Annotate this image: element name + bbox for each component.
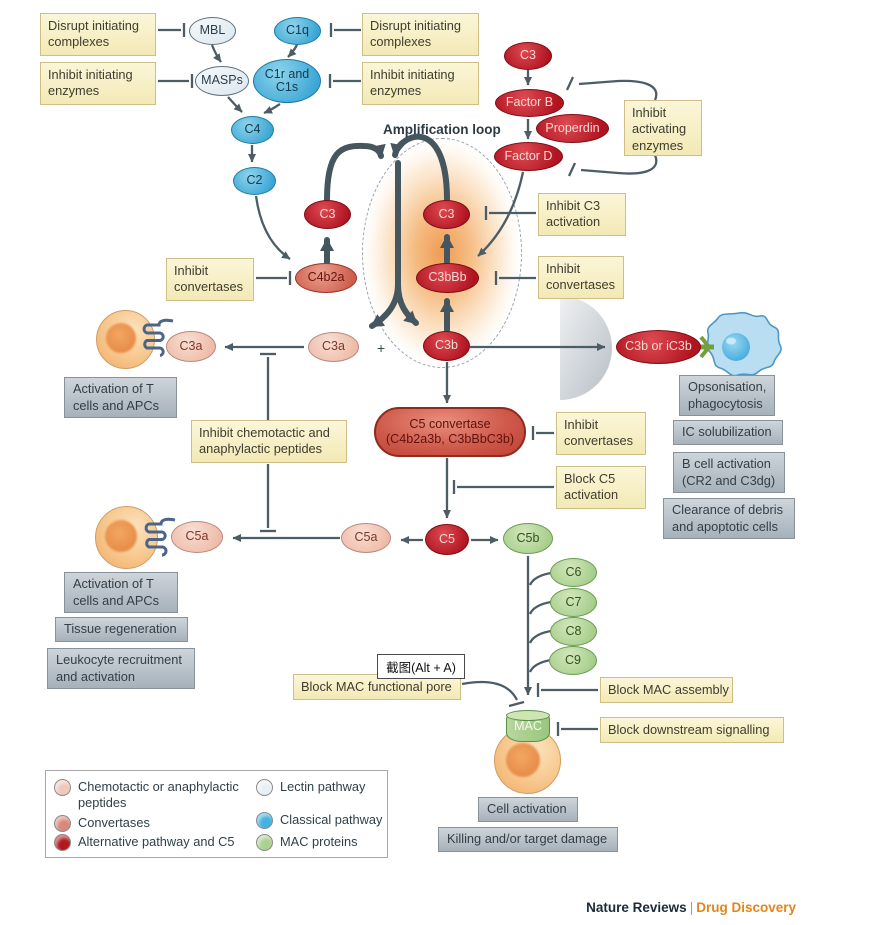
box-inhibit-activating-enzymes: Inhibit activating enzymes: [624, 100, 702, 156]
phagocyte-cell: [706, 311, 782, 377]
outcome-cell-activation: Cell activation: [478, 797, 578, 822]
screenshot-hint-overlay: 截图(Alt + A): [377, 654, 465, 679]
box-inhibit-convertases-c5: Inhibit convertases: [556, 412, 646, 455]
legend-label-alternative: Alternative pathway and C5: [78, 834, 235, 849]
node-mbl: MBL: [189, 17, 236, 45]
box-inhibit-convertases-left: Inhibit convertases: [166, 258, 254, 301]
outcome-tissue-regeneration: Tissue regeneration: [55, 617, 188, 642]
c5a-receptor-icon: [144, 517, 176, 557]
outcome-clearance-debris: Clearance of debris and apoptotic cells: [663, 498, 795, 540]
legend-swatch-classical: [256, 812, 273, 829]
node-c5b: C5b: [503, 523, 553, 554]
legend-label-lectin: Lectin pathway: [280, 779, 366, 794]
mac-label: MAC: [514, 719, 542, 733]
box-inhibit-convertases-right: Inhibit convertases: [538, 256, 624, 299]
node-c2: C2: [233, 167, 276, 195]
opsonin-connector: [699, 335, 714, 359]
legend-swatch-convertases: [54, 815, 71, 832]
box-inhibit-chemotactic: Inhibit chemotactic and anaphylactic pep…: [191, 420, 347, 463]
c5-convertase-line2: (C4b2a3b, C3bBbC3b): [385, 432, 515, 446]
outcome-activation-t-cells-1: Activation of T cells and APCs: [64, 377, 177, 419]
target-surface-halfdisc: [560, 296, 612, 400]
box-inhibit-c3-activation: Inhibit C3 activation: [538, 193, 626, 236]
legend-item-convertases: Convertases: [54, 815, 150, 832]
node-c5-convertase: C5 convertase (C4b2a3b, C3bBbC3b): [374, 407, 526, 457]
box-disrupt-initiating-right: Disrupt initiating complexes: [362, 13, 479, 56]
legend-swatch-chemotactic: [54, 779, 71, 796]
node-factor-b: Factor B: [495, 89, 564, 117]
footer-separator: |: [689, 900, 694, 915]
box-block-downstream-signalling: Block downstream signalling: [600, 717, 784, 744]
outcome-killing-target-damage: Killing and/or target damage: [438, 827, 618, 852]
box-inhibit-initiating-right: Inhibit initiating enzymes: [362, 62, 479, 105]
legend-label-classical: Classical pathway: [280, 812, 383, 827]
node-c7: C7: [550, 588, 597, 617]
legend-item-classical: Classical pathway: [256, 812, 382, 829]
node-factor-d: Factor D: [494, 142, 563, 171]
node-properdin: Properdin: [536, 114, 609, 143]
legend-label-chemotactic: Chemotactic or anaphylactic peptides: [78, 779, 239, 810]
outcome-b-cell-activation: B cell activation (CR2 and C3dg): [673, 452, 785, 494]
legend-swatch-alternative: [54, 834, 71, 851]
box-inhibit-initiating-left: Inhibit initiating enzymes: [40, 62, 156, 105]
outcome-leukocyte-recruitment: Leukocyte recruitment and activation: [47, 648, 195, 690]
box-disrupt-initiating-left: Disrupt initiating complexes: [40, 13, 156, 56]
legend-label-convertases: Convertases: [78, 815, 150, 830]
node-c9: C9: [549, 646, 597, 675]
footer-brand: Nature Reviews: [586, 900, 687, 915]
node-c5a-mid: C5a: [341, 523, 391, 553]
legend-swatch-mac: [256, 834, 273, 851]
legend-item-alternative: Alternative pathway and C5: [54, 834, 235, 851]
outcome-activation-t-cells-2: Activation of T cells and APCs: [64, 572, 178, 614]
target-cell-nucleus: [506, 743, 540, 777]
legend-item-lectin: Lectin pathway: [256, 779, 365, 796]
c3a-receptor-icon: [142, 318, 174, 357]
outcome-opsonisation: Opsonisation, phagocytosis: [679, 375, 775, 417]
legend-item-mac: MAC proteins: [256, 834, 358, 851]
node-c3b-or-ic3b: C3b or iC3b: [616, 330, 701, 364]
legend-label-mac: MAC proteins: [280, 834, 358, 849]
journal-footer: Nature Reviews|Drug Discovery: [540, 900, 796, 915]
node-c3a-mid: C3a: [308, 332, 359, 362]
footer-journal: Drug Discovery: [696, 900, 796, 915]
node-c3-loop: C3: [423, 200, 470, 229]
node-c3-left: C3: [304, 200, 351, 229]
immune-cell-bottom-nucleus: [105, 520, 137, 552]
node-c3-top: C3: [504, 42, 552, 70]
box-block-mac-assembly: Block MAC assembly: [600, 677, 733, 704]
thin-arrows: [210, 44, 606, 696]
immune-cell-top-nucleus: [106, 323, 136, 353]
node-c3b: C3b: [423, 331, 470, 361]
node-c8: C8: [550, 617, 597, 646]
node-masps: MASPs: [195, 66, 249, 96]
node-c1r-c1s: C1r and C1s: [253, 59, 321, 103]
node-c5a-receptor: C5a: [171, 521, 223, 553]
box-block-c5-activation: Block C5 activation: [556, 466, 646, 509]
node-c4b2a: C4b2a: [295, 263, 357, 293]
node-c3bbb: C3bBb: [416, 263, 479, 293]
legend-item-chemotactic: Chemotactic or anaphylactic peptides: [54, 779, 244, 810]
outcome-ic-solubilization: IC solubilization: [673, 420, 783, 445]
legend-swatch-lectin: [256, 779, 273, 796]
node-c6: C6: [550, 558, 597, 587]
node-c5: C5: [425, 524, 469, 555]
mac-cylinder-top: [506, 710, 550, 721]
node-c3a-receptor: C3a: [166, 331, 216, 362]
plus-sign: +: [377, 340, 386, 356]
node-c1q: C1q: [274, 17, 321, 45]
node-c4: C4: [231, 116, 274, 144]
node-mac: MAC: [506, 710, 550, 743]
legend: Chemotactic or anaphylactic peptides Con…: [45, 770, 388, 858]
c5-convertase-line1: C5 convertase: [409, 416, 491, 431]
amplification-loop-label: Amplification loop: [383, 122, 501, 137]
